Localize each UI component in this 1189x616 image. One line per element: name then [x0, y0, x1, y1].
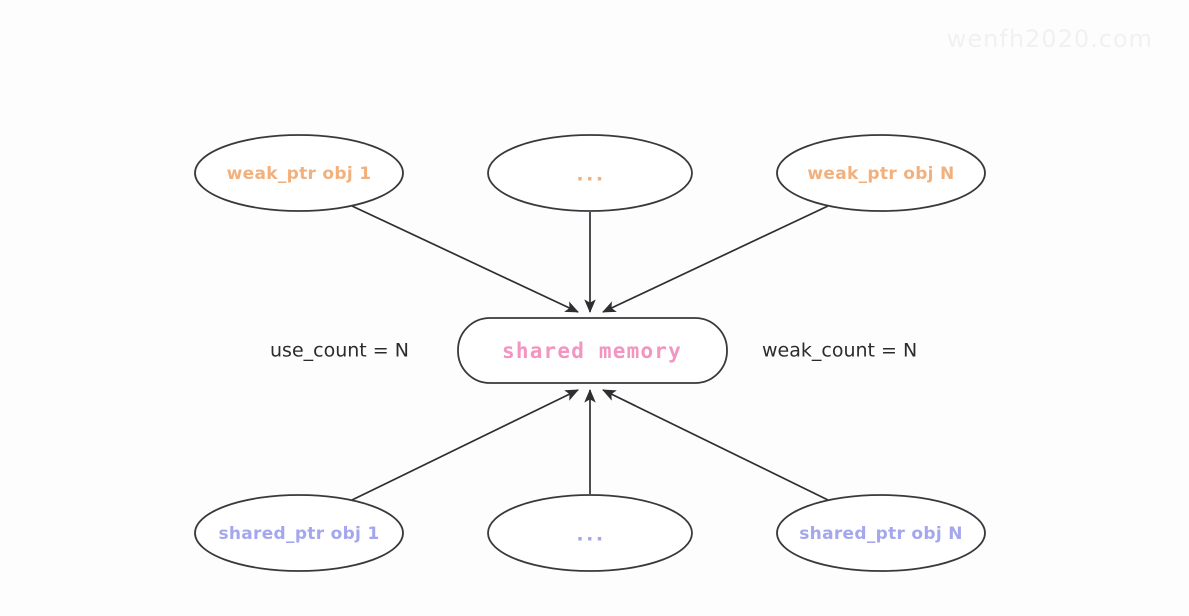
- node-shared-memory[interactable]: shared memory: [457, 317, 728, 384]
- node-label: weak_ptr obj N: [807, 164, 954, 184]
- edge-weak-ptr-1-to-memory: [351, 205, 579, 313]
- node-ellipse: [194, 134, 404, 212]
- edge-weak-ptr-n-to-memory: [602, 205, 829, 313]
- shared-memory-label: shared memory: [502, 339, 682, 363]
- node-ellipse: [487, 494, 693, 572]
- node-label: ...: [576, 524, 605, 546]
- weak-count-annotation: weak_count = N: [762, 340, 917, 362]
- node-ellipse: [487, 134, 693, 212]
- watermark: wenfh2020.com: [947, 25, 1153, 53]
- edge-group: [351, 205, 829, 501]
- node-shared-ptr-obj-1[interactable]: shared_ptr obj 1: [194, 494, 404, 572]
- edge-shared-ptr-n-to-memory: [602, 389, 829, 501]
- shared-memory-box: [457, 317, 728, 384]
- node-label: shared_ptr obj N: [799, 524, 963, 544]
- node-label: ...: [576, 164, 605, 186]
- node-ellipse: [776, 494, 986, 572]
- node-ellipse: [194, 494, 404, 572]
- node-ellipse: [776, 134, 986, 212]
- node-shared-ptr-obj-n[interactable]: shared_ptr obj N: [776, 494, 986, 572]
- node-weak-ptr-obj-1[interactable]: weak_ptr obj 1: [194, 134, 404, 212]
- node-label: weak_ptr obj 1: [227, 164, 372, 184]
- edge-shared-ptr-1-to-memory: [351, 389, 579, 501]
- node-shared-ptr-ellipsis[interactable]: ...: [487, 494, 693, 572]
- use-count-annotation: use_count = N: [270, 340, 409, 362]
- node-label: shared_ptr obj 1: [218, 524, 379, 544]
- node-weak-ptr-ellipsis[interactable]: ...: [487, 134, 693, 212]
- node-weak-ptr-obj-n[interactable]: weak_ptr obj N: [776, 134, 986, 212]
